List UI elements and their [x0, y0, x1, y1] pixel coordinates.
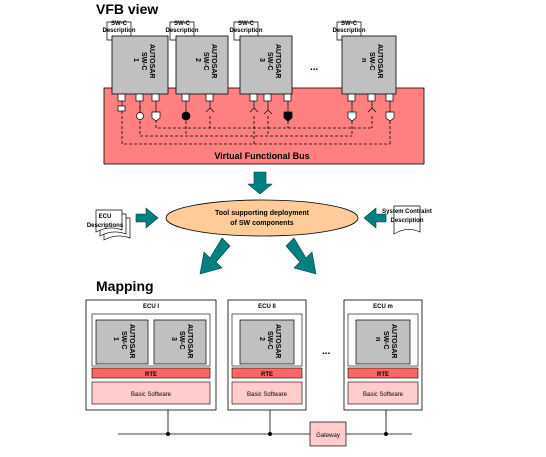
ecu-name: ECU II	[258, 304, 276, 310]
ecu-m: ECU m AUTOSAR SW-C n RTE Basic Software	[343, 299, 423, 411]
swc-component-1: AUTOSAR SW-C 1	[111, 35, 169, 95]
arrow-down-right-icon	[285, 237, 317, 275]
deployment-tool-ellipse	[165, 199, 359, 237]
svg-text:SW-C: SW-C	[382, 331, 389, 350]
svg-text:SW-C: SW-C	[266, 331, 273, 350]
svg-text:RTE: RTE	[145, 372, 157, 378]
svg-text:SW-C: SW-C	[111, 21, 128, 27]
svg-text:RTE: RTE	[377, 372, 389, 378]
gateway-label: Gateway	[316, 433, 340, 439]
mapped-swc-1: AUTOSAR SW-C 1	[95, 319, 149, 365]
svg-text:Descriptions: Descriptions	[87, 223, 124, 229]
svg-text:AUTOSAR: AUTOSAR	[274, 324, 281, 358]
svg-text:Description: Description	[229, 28, 262, 34]
svg-text:AUTOSAR: AUTOSAR	[376, 44, 383, 78]
svg-text:Description: Description	[332, 28, 365, 34]
svg-text:ECU: ECU	[99, 214, 112, 220]
svg-text:SW-C: SW-C	[120, 331, 127, 350]
svg-text:SW-C: SW-C	[178, 331, 185, 350]
vfb-title: VFB view	[96, 1, 158, 17]
ecu-descriptions-doc: ECU Descriptions	[87, 209, 131, 241]
svg-text:SW-C: SW-C	[341, 21, 358, 27]
tool-label-line1: Tool supporting deployment	[215, 210, 310, 217]
network-bus	[118, 410, 412, 435]
arrow-down-icon	[247, 171, 273, 195]
svg-text:n: n	[360, 58, 367, 62]
ecu-i: ECU I AUTOSAR SW-C 1 AUTOSAR SW-C 3 RTE …	[85, 299, 217, 411]
svg-text:AUTOSAR: AUTOSAR	[128, 324, 135, 358]
basic-software-box	[91, 381, 211, 405]
ecu-name: ECU I	[143, 304, 159, 310]
mapping-title: Mapping	[96, 278, 154, 294]
bus-junction-dots	[166, 432, 388, 436]
gateway-box	[309, 421, 347, 447]
svg-text:1: 1	[132, 58, 139, 62]
tool-label-line2: of SW components	[230, 220, 293, 227]
svg-text:SW-C: SW-C	[266, 52, 273, 71]
svg-text:Basic Software: Basic Software	[131, 392, 172, 398]
svg-text:SW-C: SW-C	[202, 52, 209, 71]
svg-text:2: 2	[194, 58, 201, 62]
arrow-left-icon	[363, 207, 387, 229]
mapped-swc-3: AUTOSAR SW-C 3	[153, 319, 207, 365]
svg-text:Description: Description	[102, 28, 135, 34]
swc-component-n: AUTOSAR SW-C n	[341, 35, 397, 95]
basic-software-box	[347, 381, 419, 405]
svg-text:AUTOSAR: AUTOSAR	[210, 44, 217, 78]
svg-text:AUTOSAR: AUTOSAR	[390, 324, 397, 358]
svg-text:Basic Software: Basic Software	[247, 392, 288, 398]
svg-text:SW-C: SW-C	[238, 21, 255, 27]
svg-text:Basic Software: Basic Software	[363, 392, 404, 398]
port-stems	[121, 101, 391, 112]
svg-text:SW-C: SW-C	[368, 52, 375, 71]
svg-text:n: n	[374, 337, 381, 341]
mapped-swc-2: AUTOSAR SW-C 2	[239, 319, 295, 365]
port-symbols	[117, 105, 395, 122]
rte-bar	[91, 367, 211, 379]
svg-text:AUTOSAR: AUTOSAR	[186, 324, 193, 358]
svg-text:AUTOSAR: AUTOSAR	[274, 44, 281, 78]
svg-text:3: 3	[170, 337, 177, 341]
arrow-down-left-icon	[199, 237, 231, 275]
svg-text:Description: Description	[165, 28, 198, 34]
mapped-swc-n: AUTOSAR SW-C n	[355, 319, 411, 365]
swc-component-3: AUTOSAR SW-C 3	[239, 35, 293, 95]
basic-software-box	[231, 381, 303, 405]
svg-text:RTE: RTE	[261, 372, 273, 378]
svg-text:SW-C: SW-C	[174, 21, 191, 27]
swc-component-2: AUTOSAR SW-C 2	[175, 35, 229, 95]
rte-bar	[231, 367, 303, 379]
bus-label: Virtual Functional Bus	[214, 151, 309, 161]
swc-description-doc: SW-C Description	[165, 21, 199, 41]
svg-text:3: 3	[258, 58, 265, 62]
ecu-ii: ECU II AUTOSAR SW-C 2 RTE Basic Software	[227, 299, 307, 411]
ecu-name: ECU m	[373, 304, 393, 310]
svg-text:SW-C: SW-C	[140, 52, 147, 71]
svg-text:Description: Description	[390, 218, 423, 224]
system-constraint-doc: System Contraint Description	[382, 205, 432, 235]
swc-description-docs: SW-C Description SW-C Description SW-C D…	[102, 21, 366, 41]
arrow-right-icon	[135, 207, 159, 229]
svg-text:System Contraint: System Contraint	[382, 209, 432, 215]
vfb-ellipsis: ...	[310, 62, 319, 73]
mapping-ellipsis: ...	[322, 346, 331, 357]
svg-text:1: 1	[112, 337, 119, 341]
port-squares	[117, 93, 394, 102]
svg-text:AUTOSAR: AUTOSAR	[148, 44, 155, 78]
rte-bar	[347, 367, 419, 379]
svg-text:2: 2	[258, 337, 265, 341]
